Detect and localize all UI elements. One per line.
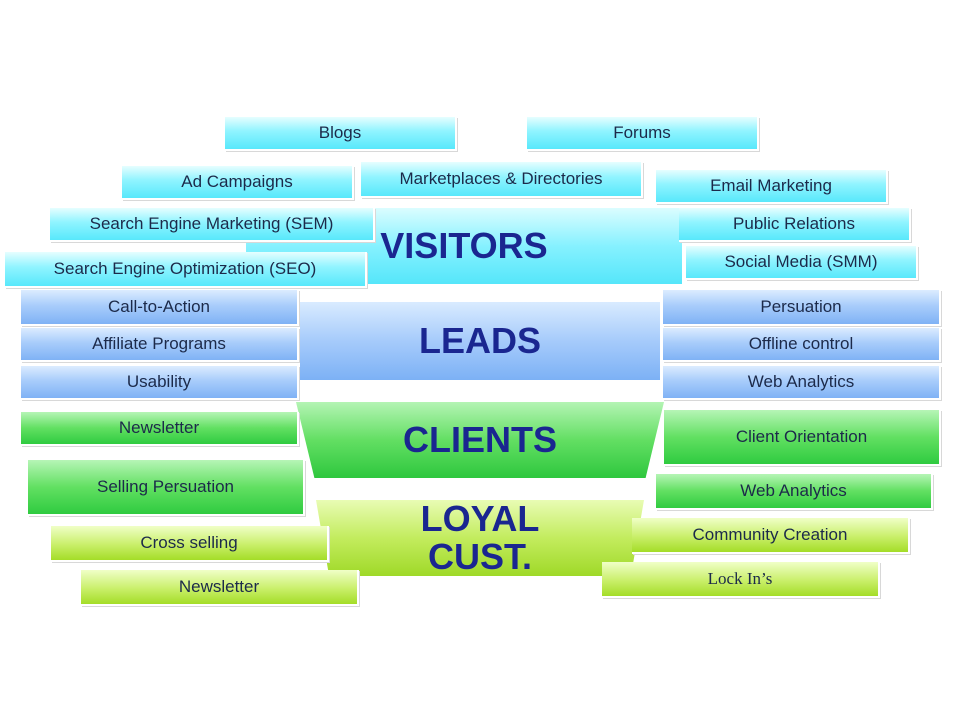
stage-loyal-label-line1: LOYAL: [420, 498, 540, 539]
box-persuasion-label: Persuation: [760, 297, 842, 316]
box-client-orientation-label: Client Orientation: [735, 427, 868, 446]
box-ad-campaigns-label: Ad Campaigns: [181, 172, 293, 191]
stage-clients-label: CLIENTS: [402, 419, 557, 460]
box-email-marketing: Email Marketing: [656, 170, 888, 204]
stage-clients: CLIENTS: [296, 402, 664, 478]
box-public-relations: Public Relations: [679, 208, 911, 242]
box-smm-label: Social Media (SMM): [724, 252, 878, 271]
box-seo: Search Engine Optimization (SEO): [5, 252, 367, 288]
box-community-creation: Community Creation: [632, 518, 910, 554]
stage-visitors-label: VISITORS: [380, 225, 548, 266]
box-newsletter-clients: Newsletter: [21, 412, 299, 446]
box-marketplaces-label: Marketplaces & Directories: [399, 169, 603, 188]
box-offline-control-label: Offline control: [748, 334, 854, 353]
box-newsletter-loyal-label: Newsletter: [178, 577, 260, 596]
box-usability: Usability: [21, 366, 299, 400]
box-ad-campaigns: Ad Campaigns: [122, 166, 354, 200]
box-sem-label: Search Engine Marketing (SEM): [89, 214, 334, 233]
box-client-orientation: Client Orientation: [664, 410, 941, 466]
box-newsletter-loyal: Newsletter: [81, 570, 359, 606]
box-email-marketing-label: Email Marketing: [710, 176, 832, 195]
box-web-analytics-leads-label: Web Analytics: [747, 372, 855, 391]
box-call-to-action: Call-to-Action: [21, 290, 299, 326]
stage-loyal-label-line2: CUST.: [427, 536, 532, 577]
box-smm: Social Media (SMM): [686, 246, 918, 280]
box-community-creation-label: Community Creation: [692, 525, 848, 544]
box-web-analytics-clients-label: Web Analytics: [740, 481, 847, 500]
box-lock-ins: Lock In’s: [602, 562, 880, 598]
box-forums: Forums: [527, 117, 759, 151]
box-usability-label: Usability: [126, 372, 192, 391]
box-newsletter-clients-label: Newsletter: [118, 418, 200, 437]
box-public-relations-label: Public Relations: [733, 214, 855, 233]
box-affiliate-programs-label: Affiliate Programs: [92, 334, 226, 353]
box-sem: Search Engine Marketing (SEM): [50, 208, 375, 242]
box-web-analytics-leads: Web Analytics: [663, 366, 941, 400]
box-blogs: Blogs: [225, 117, 457, 151]
box-lock-ins-label: Lock In’s: [707, 569, 773, 588]
box-selling-persuasion: Selling Persuation: [28, 460, 305, 516]
box-call-to-action-label: Call-to-Action: [107, 297, 211, 316]
box-cross-selling-label: Cross selling: [140, 533, 238, 552]
stage-leads-label: LEADS: [418, 320, 541, 361]
box-web-analytics-clients: Web Analytics: [656, 474, 933, 510]
box-selling-persuasion-label: Selling Persuation: [96, 477, 235, 496]
box-marketplaces: Marketplaces & Directories: [361, 162, 643, 198]
stage-leads: LEADS: [300, 302, 660, 380]
box-persuasion: Persuation: [663, 290, 941, 326]
box-forums-label: Forums: [613, 123, 671, 142]
box-offline-control: Offline control: [663, 328, 941, 362]
box-affiliate-programs: Affiliate Programs: [21, 328, 299, 362]
box-blogs-label: Blogs: [318, 123, 362, 142]
stage-loyal-customers: LOYAL CUST.: [316, 500, 644, 576]
box-cross-selling: Cross selling: [51, 526, 329, 562]
box-seo-label: Search Engine Optimization (SEO): [53, 259, 317, 278]
